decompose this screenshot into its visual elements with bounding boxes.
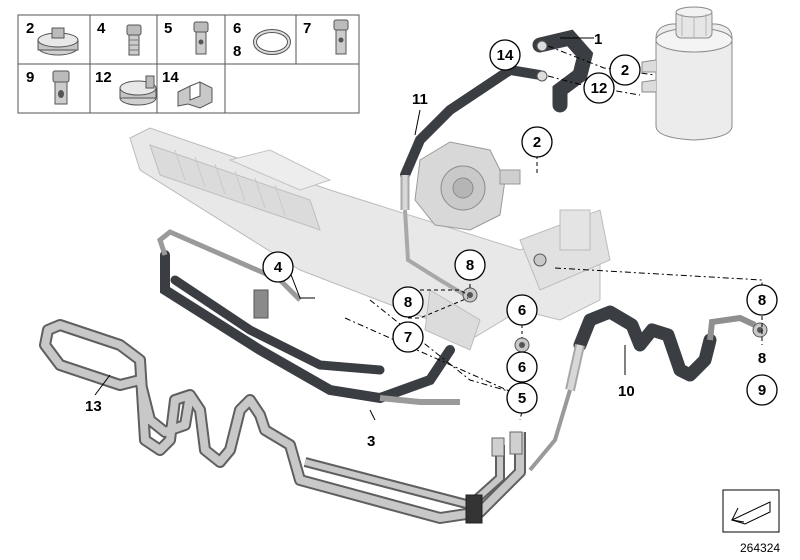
legend-number: 9 bbox=[26, 69, 34, 86]
hose-clamp-icon bbox=[37, 27, 79, 56]
callout-4: 4 bbox=[262, 251, 294, 283]
steering-rack bbox=[129, 127, 611, 351]
legend-number: 8 bbox=[233, 43, 241, 60]
svg-text:9: 9 bbox=[758, 382, 766, 399]
power-steering-pump bbox=[414, 141, 521, 231]
svg-text:5: 5 bbox=[518, 390, 526, 407]
cooler-pipe bbox=[39, 319, 526, 524]
legend-cell-12: 12 bbox=[95, 69, 157, 106]
svg-text:12: 12 bbox=[591, 80, 608, 97]
svg-text:14: 14 bbox=[497, 47, 514, 64]
callout-8: 8 bbox=[758, 350, 766, 367]
return-hose bbox=[400, 64, 545, 297]
legend-number: 14 bbox=[162, 69, 179, 86]
legend-number: 2 bbox=[26, 20, 34, 37]
banjo-bolt-icon bbox=[193, 21, 209, 55]
callout-8: 8 bbox=[746, 284, 778, 316]
callout-9: 9 bbox=[746, 374, 778, 406]
seal-ring-icon bbox=[253, 29, 291, 55]
legend-cell-6-8: 6 8 bbox=[233, 20, 291, 60]
hose-clamp-icon bbox=[119, 75, 157, 106]
svg-text:6: 6 bbox=[518, 302, 526, 319]
callout-1: 1 bbox=[594, 31, 602, 48]
return-line-hose bbox=[528, 305, 757, 472]
svg-text:8: 8 bbox=[466, 257, 474, 274]
pressure-hose bbox=[157, 229, 460, 405]
legend-cell-2: 2 bbox=[26, 20, 79, 56]
hollow-bolt-icon bbox=[52, 70, 70, 105]
legend-number: 12 bbox=[95, 69, 112, 86]
legend-cell-14: 14 bbox=[162, 69, 213, 109]
banjo-bolt-icon bbox=[333, 19, 349, 55]
parts-legend-grid: 2 4 5 bbox=[17, 14, 360, 114]
legend-cell-4: 4 bbox=[97, 20, 142, 56]
callout-6: 6 bbox=[506, 351, 538, 383]
legend-number: 6 bbox=[233, 20, 241, 37]
callout-2: 2 bbox=[521, 126, 553, 158]
legend-number: 7 bbox=[303, 20, 311, 37]
svg-text:8: 8 bbox=[758, 292, 766, 309]
legend-cell-9: 9 bbox=[26, 69, 70, 105]
diagram-id: 264324 bbox=[740, 541, 780, 555]
callout-11: 11 bbox=[412, 91, 428, 108]
bolt-icon bbox=[126, 24, 142, 56]
suction-hose bbox=[532, 29, 594, 113]
svg-text:4: 4 bbox=[274, 259, 283, 276]
fluid-reservoir bbox=[641, 6, 733, 141]
svg-text:6: 6 bbox=[518, 359, 526, 376]
callout-8: 8 bbox=[392, 286, 424, 318]
legend-cell-5: 5 bbox=[164, 20, 209, 55]
callout-labels: 1 14 2 12 2 11 4 8 8 bbox=[85, 31, 778, 450]
svg-text:2: 2 bbox=[621, 62, 629, 79]
callout-3: 3 bbox=[367, 433, 375, 450]
callout-7: 7 bbox=[392, 321, 424, 353]
callout-2: 2 bbox=[609, 54, 641, 86]
svg-text:2: 2 bbox=[533, 134, 541, 151]
vehicle-direction-icon bbox=[722, 489, 780, 533]
callout-14: 14 bbox=[489, 39, 521, 71]
legend-number: 5 bbox=[164, 20, 172, 37]
svg-text:7: 7 bbox=[404, 329, 412, 346]
legend-number: 4 bbox=[97, 20, 106, 37]
callout-6: 6 bbox=[506, 294, 538, 326]
callout-5: 5 bbox=[506, 382, 538, 414]
callout-13: 13 bbox=[85, 398, 102, 415]
clip-icon bbox=[177, 81, 213, 109]
callout-10: 10 bbox=[618, 383, 635, 400]
legend-cell-7: 7 bbox=[303, 19, 349, 55]
svg-text:8: 8 bbox=[404, 294, 412, 311]
callout-12: 12 bbox=[583, 72, 615, 104]
callout-8: 8 bbox=[454, 249, 486, 281]
